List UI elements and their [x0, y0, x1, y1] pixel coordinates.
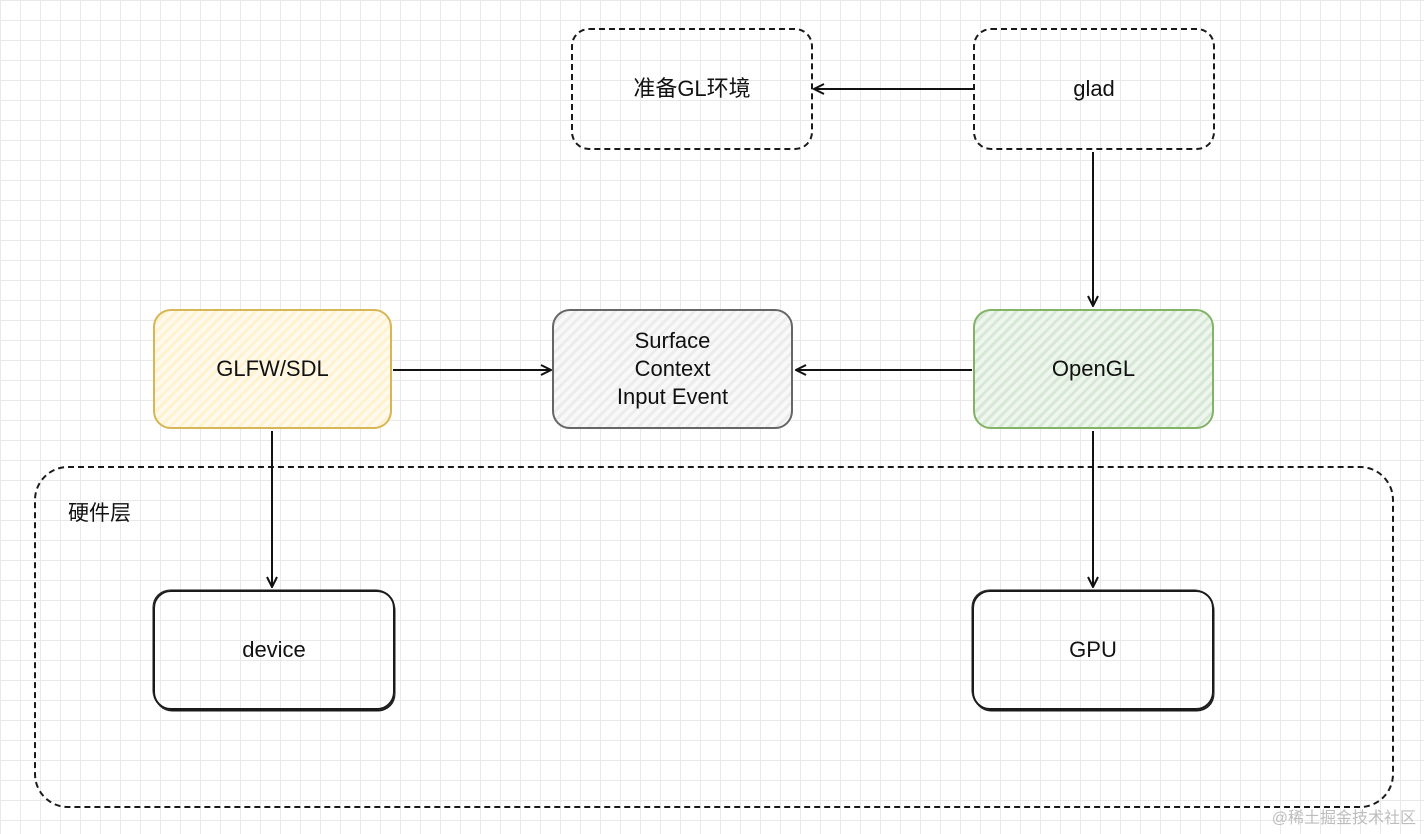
surface-context-node: Surface Context Input Event — [552, 309, 793, 429]
gpu-node: GPU — [972, 590, 1214, 710]
glfw-sdl-label: GLFW/SDL — [216, 356, 329, 381]
glad-label: glad — [1073, 76, 1115, 101]
watermark: @稀土掘金技术社区 — [1271, 810, 1416, 827]
hardware-layer-group — [34, 466, 1394, 808]
surface-line: Surface — [634, 328, 711, 353]
glad-node: glad — [973, 28, 1215, 150]
gpu-label: GPU — [1069, 637, 1117, 662]
device-node: device — [153, 590, 395, 710]
input-event-line: Input Event — [616, 384, 729, 409]
prepare-gl-env-node: 准备GL环境 — [571, 28, 813, 150]
opengl-label: OpenGL — [1051, 356, 1136, 381]
hardware-layer-label: 硬件层 — [68, 502, 131, 525]
device-label: device — [242, 637, 306, 662]
opengl-node: OpenGL — [973, 309, 1214, 429]
prepare-gl-env-label: 准备GL环境 — [633, 76, 751, 101]
context-line: Context — [634, 356, 711, 381]
glfw-sdl-node: GLFW/SDL — [153, 309, 392, 429]
